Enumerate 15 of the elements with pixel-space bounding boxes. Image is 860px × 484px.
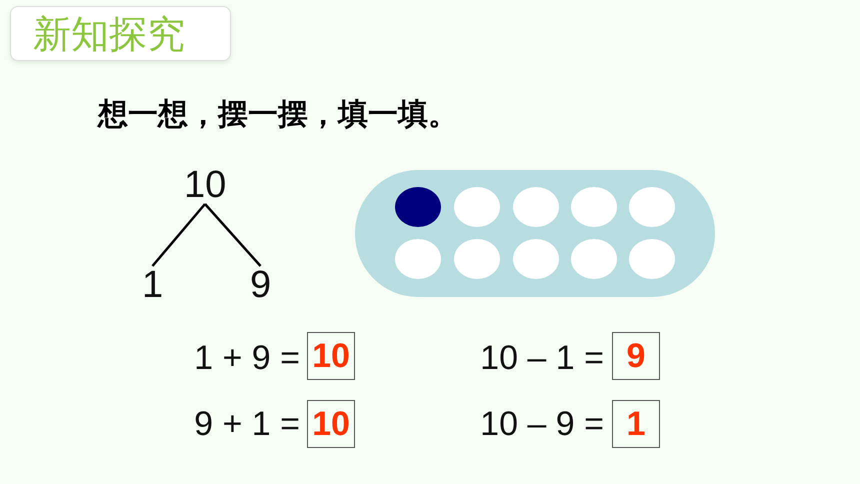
equation-text: 1 + 9 =: [194, 339, 300, 377]
section-title: 新知探究: [10, 6, 231, 61]
number-text: 10: [184, 166, 226, 204]
instruction-text: 想一想，摆一摆，填一填。: [98, 96, 458, 134]
number-text: 1: [142, 266, 164, 304]
equation-text: 10 – 1 =: [480, 339, 604, 377]
answer-box: 1: [612, 400, 660, 448]
equation-text: 9 + 1 =: [194, 405, 300, 443]
number-text: 9: [250, 266, 272, 304]
answer-box: 9: [612, 332, 660, 380]
connector-line: [204, 203, 262, 267]
connector-line: [152, 203, 206, 267]
equation-text: 10 – 9 =: [480, 405, 604, 443]
answer-box: 10: [307, 400, 355, 448]
answer-box: 10: [307, 332, 355, 380]
